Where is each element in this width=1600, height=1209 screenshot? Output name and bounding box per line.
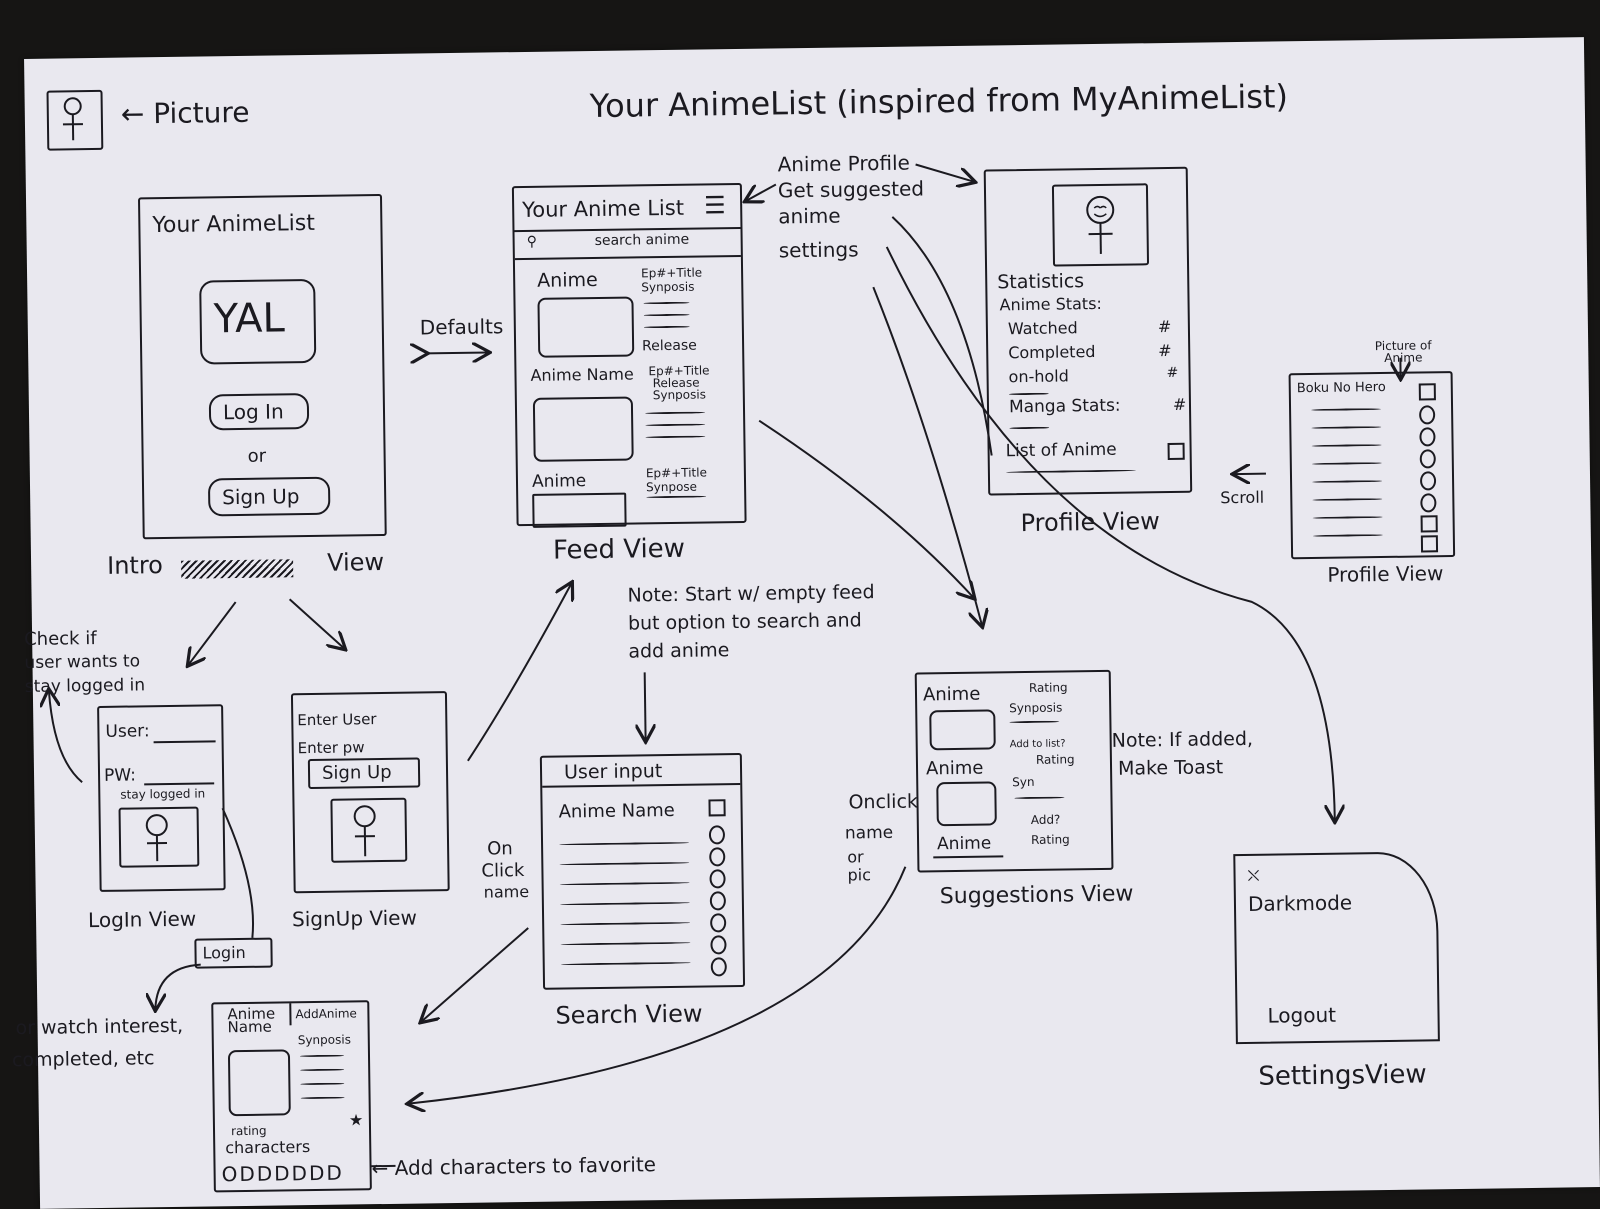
sketch-paper: ← Picture Your AnimeList (inspired from … xyxy=(24,37,1600,1209)
flow-arrows xyxy=(24,37,1600,1209)
